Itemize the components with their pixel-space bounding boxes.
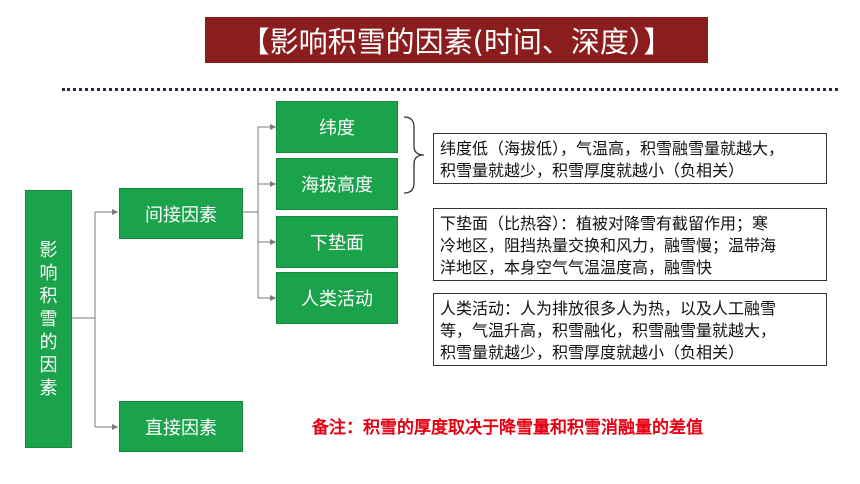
note-line: 下垫面（比热容）：植被对降雪有截留作用；寒	[440, 214, 769, 233]
arrow-surface	[270, 239, 276, 245]
connector-root-trunk	[72, 212, 96, 427]
arrow-human	[270, 295, 276, 301]
note-line: 积雪量就越少，积雪厚度就越小（负相关）	[440, 161, 745, 180]
root-char: 响	[39, 262, 58, 284]
note-line: 洋地区，本身空气气温温度高，融雪快	[440, 258, 713, 277]
human-activity-node: 人类活动	[276, 272, 398, 324]
note-human-activity: 人类活动：人为排放很多人为热，以及人工融雪 等，气温升高，积雪融化，积雪融雪量就…	[433, 293, 827, 366]
arrow-indirect	[112, 209, 118, 215]
root-node: 影 响 积 雪 的 因 素	[25, 190, 72, 448]
arrow-altitude	[270, 181, 276, 187]
underlying-surface-node: 下垫面	[276, 216, 398, 268]
note-latitude-altitude: 纬度低（海拔低），气温高，积雪融雪量就越大， 积雪量就越少，积雪厚度就越小（负相…	[433, 133, 827, 184]
direct-factor-node: 直接因素	[119, 401, 243, 452]
note-line: 纬度低（海拔低），气温高，积雪融雪量就越大，	[440, 139, 785, 158]
note-line: 等，气温升高，积雪融化，积雪融雪量就越大，	[440, 321, 777, 340]
root-char: 影	[39, 239, 58, 261]
root-char: 的	[39, 331, 58, 353]
root-char: 雪	[39, 308, 58, 330]
note-underlying-surface: 下垫面（比热容）：植被对降雪有截留作用；寒 冷地区，阻挡热量交换和风力，融雪慢；…	[433, 208, 827, 281]
altitude-node: 海拔高度	[276, 158, 398, 210]
root-char: 素	[39, 377, 58, 399]
note-line: 人类活动：人为排放很多人为热，以及人工融雪	[440, 299, 777, 318]
dotted-divider	[62, 88, 838, 91]
page-title: 【影响积雪的因素(时间、深度）】	[205, 17, 708, 63]
indirect-factor-node: 间接因素	[119, 188, 243, 239]
root-char: 因	[39, 354, 58, 376]
latitude-node: 纬度	[276, 101, 398, 153]
arrow-latitude	[270, 124, 276, 130]
remark-note: 备注：积雪的厚度取决于降雪量和积雪消融量的差值	[312, 418, 703, 438]
root-char: 积	[39, 285, 58, 307]
note-line: 积雪量就越少，积雪厚度就越小（负相关）	[440, 343, 745, 362]
brace	[403, 116, 425, 194]
arrow-direct	[112, 424, 118, 430]
connector-indirect-trunk	[243, 127, 259, 298]
note-line: 冷地区，阻挡热量交换和风力，融雪慢；温带海	[440, 236, 777, 255]
